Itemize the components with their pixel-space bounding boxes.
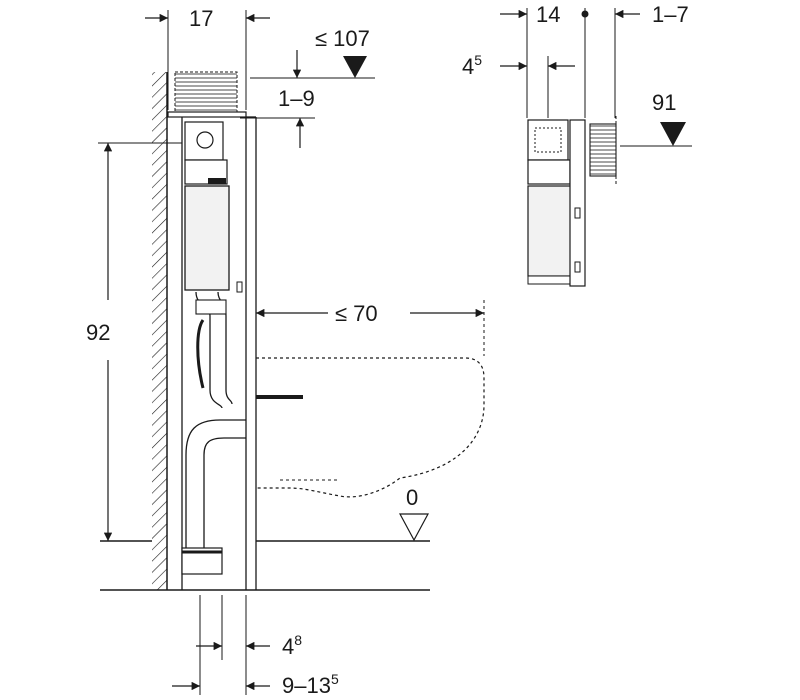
waste-pipe bbox=[181, 419, 246, 575]
cistern-max-height-label: ≤ 107 bbox=[315, 26, 370, 51]
dim-cistern-range: 1–9 bbox=[240, 86, 315, 148]
bowl-projection-label: ≤ 70 bbox=[335, 301, 378, 326]
side-view: 17 ≤ 107 1–9 92 ≤ 70 bbox=[86, 6, 485, 698]
side-level-label: 91 bbox=[652, 90, 676, 115]
front-depth-label: 14 bbox=[536, 2, 560, 27]
detail-frame bbox=[527, 116, 617, 287]
dim-bowl-projection: ≤ 70 bbox=[255, 300, 485, 356]
dim-cistern-max-height: ≤ 107 bbox=[250, 26, 375, 79]
wall bbox=[152, 72, 168, 590]
dim-side-offset: 45 bbox=[462, 52, 575, 118]
dim-frame-depth: 17 bbox=[145, 6, 270, 110]
total-height-label: 92 bbox=[86, 320, 110, 345]
front-range-label: 1–7 bbox=[652, 2, 689, 27]
flush-pipe bbox=[195, 291, 233, 409]
installation-frame bbox=[167, 71, 257, 590]
dim-side-level: 91 bbox=[620, 90, 692, 147]
dim-front-depth: 14 bbox=[500, 2, 589, 118]
dim-drain-offset: 48 bbox=[196, 595, 302, 695]
dim-front-range: 1–7 bbox=[614, 2, 689, 118]
floor bbox=[100, 540, 430, 591]
dim-total-height: 92 bbox=[86, 142, 182, 541]
wc-bowl-outline bbox=[256, 357, 485, 498]
side-offset-label: 45 bbox=[462, 52, 482, 79]
drain-range-label: 9–135 bbox=[282, 671, 339, 698]
dim-drain-range: 9–135 bbox=[172, 595, 339, 698]
detail-view: 14 1–7 45 91 bbox=[462, 2, 692, 287]
frame-depth-label: 17 bbox=[189, 6, 213, 31]
dim-floor-level: 0 bbox=[398, 485, 430, 542]
cistern-range-label: 1–9 bbox=[278, 86, 315, 111]
cistern bbox=[184, 185, 243, 293]
drain-offset-label: 48 bbox=[282, 632, 302, 659]
floor-level-label: 0 bbox=[406, 485, 418, 510]
